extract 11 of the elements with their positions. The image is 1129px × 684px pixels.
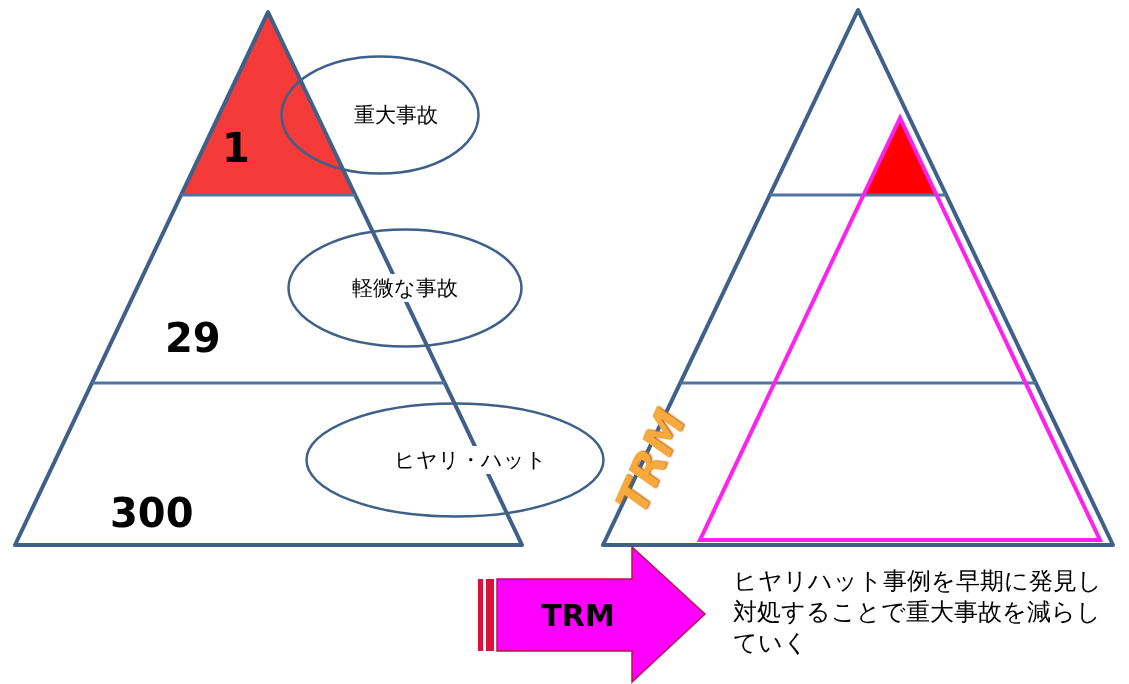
count-number: 1: [222, 125, 250, 171]
rotated-label: TRM: [605, 401, 696, 521]
count-number: 300: [110, 490, 194, 536]
ellipse-callout: [287, 228, 523, 348]
callout-label: 軽微な事故: [350, 274, 460, 302]
count-number: 29: [165, 315, 221, 361]
ellipse-callout: [280, 55, 480, 175]
description-text: ヒヤリハット事例を早期に発見し対処することで重大事故を減らしていく: [733, 566, 1103, 660]
ellipse-callout: [305, 402, 605, 518]
arrow-label: TRM: [540, 597, 616, 632]
block-arrow: [476, 546, 708, 683]
